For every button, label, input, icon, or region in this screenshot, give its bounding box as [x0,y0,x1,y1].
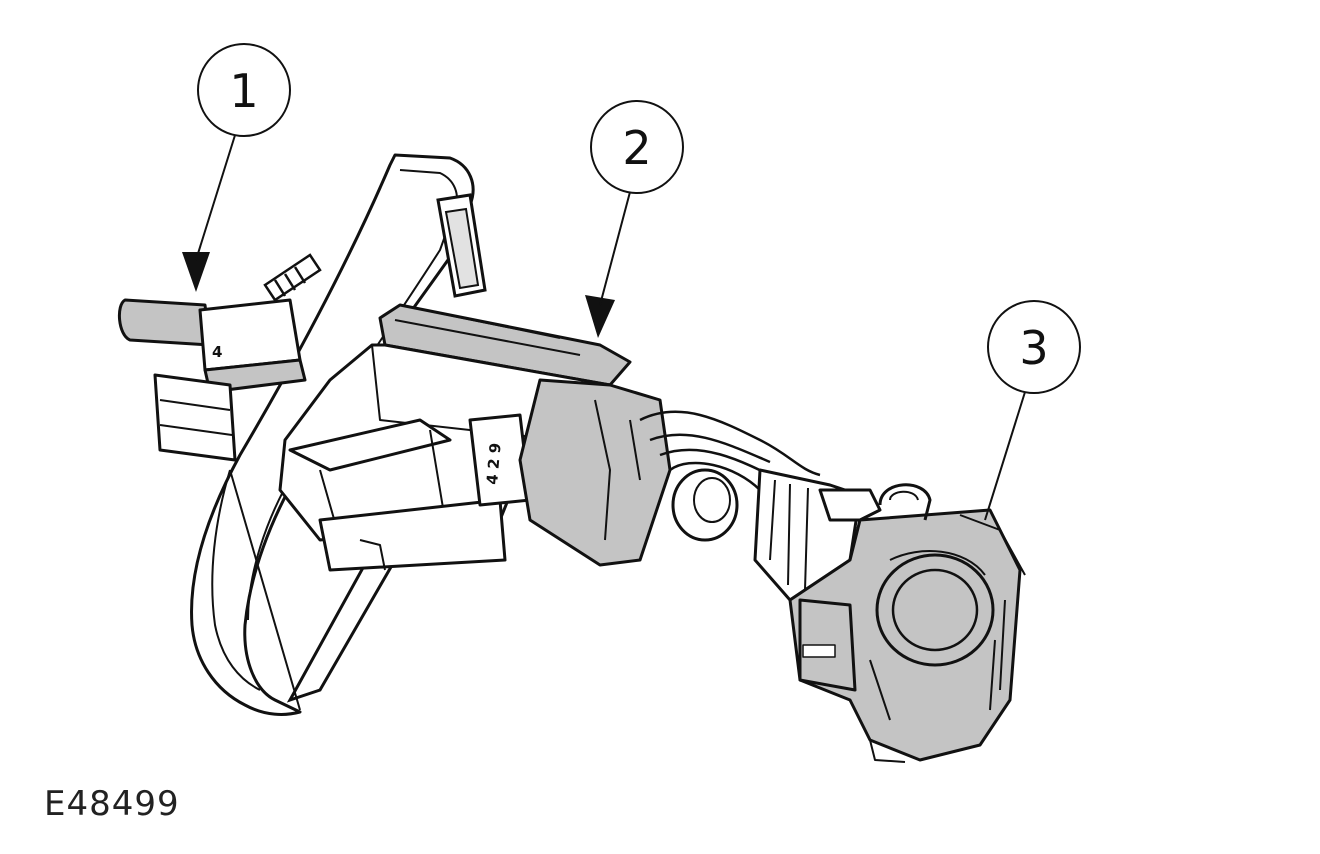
arrow-marker-1 [182,252,210,292]
left-plug: 4 [117,298,307,462]
bracket-strap [436,193,487,298]
figure-id: E48499 [44,784,180,824]
wiring-harness [639,410,821,542]
connector-code: 4 2 9 [483,442,505,485]
callout-3: 3 [987,300,1081,394]
leader-line-3 [984,391,1026,521]
leader-line-1 [195,131,237,261]
callout-3-label: 3 [1019,321,1048,375]
right-connector [753,468,1026,763]
leader-line-2 [599,191,631,306]
callout-1-label: 1 [229,64,258,118]
main-housing: 4 2 9 [278,303,672,572]
callout-2: 2 [590,100,684,194]
ribbed-clip [263,253,322,302]
housing-mark: 4 [212,343,222,361]
leader-lines [195,131,1026,521]
callout-2-label: 2 [622,121,651,175]
arrow-marker-2 [585,295,615,338]
callout-1: 1 [197,43,291,137]
